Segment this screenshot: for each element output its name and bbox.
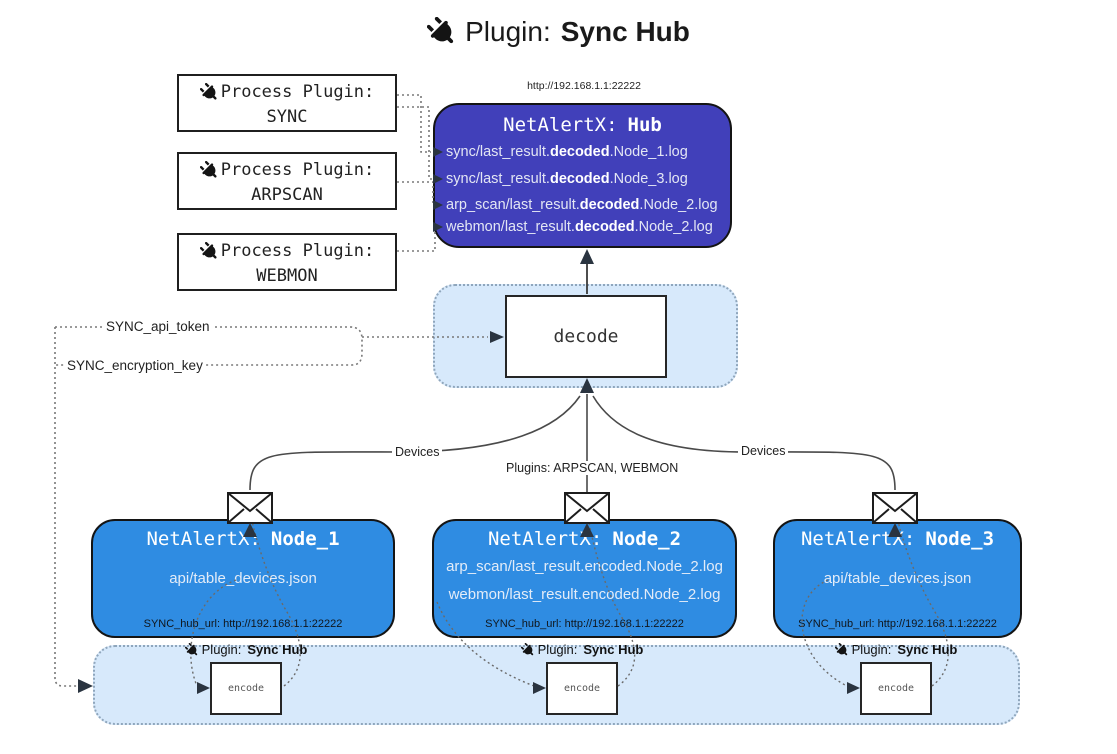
process-plugin-label: Process Plugin: xyxy=(179,82,395,102)
node-box-3: NetAlertX:Node_3 api/table_devices.json … xyxy=(773,519,1022,638)
encoder-caption-3: Plugin:Sync Hub xyxy=(816,642,976,657)
node-box-2: NetAlertX:Node_2 arp_scan/last_result.en… xyxy=(432,519,737,638)
plug-icon xyxy=(427,17,454,44)
page-title: Plugin: Sync Hub xyxy=(0,16,1117,48)
process-plugin-label-text: Process Plugin: xyxy=(220,160,375,180)
node-hub-url: SYNC_hub_url: http://192.168.1.1:22222 xyxy=(798,618,997,630)
plugin-to-hub-edges xyxy=(397,94,436,252)
process-plugin-name: SYNC xyxy=(266,107,308,127)
node-title: NetAlertX:Node_3 xyxy=(800,528,995,550)
sync-api-token-label: SYNC_api_token xyxy=(103,319,213,334)
node-box-1: NetAlertX:Node_1 api/table_devices.json … xyxy=(91,519,395,638)
process-plugin-name: ARPSCAN xyxy=(251,185,323,205)
plug-icon xyxy=(199,82,217,100)
encode-box-1: encode xyxy=(210,662,282,715)
hub-log-line: arp_scan/last_result.decoded.Node_2.log xyxy=(446,197,718,213)
hub-title-name: Hub xyxy=(627,114,662,136)
plug-icon xyxy=(184,642,197,655)
title-name: Sync Hub xyxy=(560,16,690,47)
node-title: NetAlertX:Node_1 xyxy=(146,528,340,550)
encode-box-2: encode xyxy=(546,662,618,715)
node-file: arp_scan/last_result.encoded.Node_2.log xyxy=(446,558,723,575)
node-title: NetAlertX:Node_2 xyxy=(487,528,682,550)
hub-log-line: sync/last_result.decoded.Node_1.log xyxy=(446,144,688,160)
process-plugin-label-text: Process Plugin: xyxy=(220,241,375,261)
node-file: api/table_devices.json xyxy=(823,570,972,587)
encode-label: encode xyxy=(227,683,265,694)
sync-encryption-key-label: SYNC_encryption_key xyxy=(64,358,206,373)
plug-icon xyxy=(520,642,533,655)
process-plugin-label-text: Process Plugin: xyxy=(220,82,375,102)
encode-label: encode xyxy=(877,683,915,694)
hub-title: NetAlertX: Hub xyxy=(435,114,730,136)
hub-box: NetAlertX: Hub sync/last_result.decoded.N… xyxy=(433,103,732,248)
devices-edge-label-right: Devices xyxy=(738,444,789,458)
process-plugin-box-webmon: Process Plugin: WEBMON xyxy=(177,233,397,291)
decode-box: decode xyxy=(505,295,667,378)
hub-url-label: http://192.168.1.1:22222 xyxy=(527,80,641,92)
node-hub-url: SYNC_hub_url: http://192.168.1.1:22222 xyxy=(143,618,343,630)
hub-log-line: sync/last_result.decoded.Node_3.log xyxy=(446,171,688,187)
node-to-decode-edges xyxy=(249,394,896,492)
process-plugin-box-sync: Process Plugin: SYNC xyxy=(177,74,397,132)
encode-label: encode xyxy=(563,683,601,694)
node-file: api/table_devices.json xyxy=(169,570,317,587)
process-plugin-name: WEBMON xyxy=(256,266,318,286)
encoder-caption-1: Plugin:Sync Hub xyxy=(166,642,326,657)
plug-icon xyxy=(199,241,217,259)
hub-log-line: webmon/last_result.decoded.Node_2.log xyxy=(446,219,713,235)
plug-icon xyxy=(834,642,847,655)
title-prefix: Plugin: xyxy=(465,16,551,47)
node-file: webmon/last_result.encoded.Node_2.log xyxy=(448,586,721,603)
encode-box-3: encode xyxy=(860,662,932,715)
plugins-edge-label-center: Plugins: ARPSCAN, WEBMON xyxy=(503,461,678,475)
plug-icon xyxy=(199,160,217,178)
devices-edge-label-left: Devices xyxy=(392,445,443,459)
process-plugin-label: Process Plugin: xyxy=(179,160,395,180)
process-plugin-box-arpscan: Process Plugin: ARPSCAN xyxy=(177,152,397,210)
decode-label: decode xyxy=(553,326,619,347)
node-hub-url: SYNC_hub_url: http://192.168.1.1:22222 xyxy=(485,618,684,630)
hub-title-prefix: NetAlertX: xyxy=(503,114,618,136)
encoder-caption-2: Plugin:Sync Hub xyxy=(502,642,662,657)
process-plugin-label: Process Plugin: xyxy=(179,241,395,261)
